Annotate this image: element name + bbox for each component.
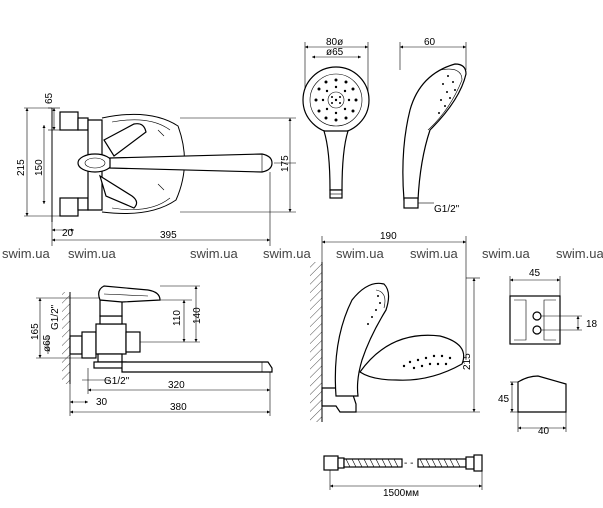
handshower-front-view: 80ø ø65 <box>302 37 370 199</box>
dim-395: 395 <box>160 230 177 241</box>
dim-45-bracket-front: 45 <box>529 268 541 279</box>
dim-65-front: ø65 <box>42 334 53 352</box>
watermark-row: swim.ua swim.ua swim.ua swim.ua swim.ua … <box>2 246 603 261</box>
dim-g12-handshower: G1/2" <box>434 204 460 215</box>
dim-65-head: ø65 <box>326 47 344 58</box>
dim-215: 215 <box>16 159 27 176</box>
dim-380: 380 <box>170 402 187 413</box>
watermark-5: swim.ua <box>336 246 384 261</box>
nozzle-dots <box>314 78 358 122</box>
watermark-6: swim.ua <box>410 246 458 261</box>
bracket-side-view: 45 40 <box>498 375 567 437</box>
dim-30: 30 <box>96 397 108 408</box>
watermark-3: swim.ua <box>190 246 238 261</box>
mixer-front-view: 165 ø65 G1/2" 110 140 G1/2" 320 30 380 <box>30 285 273 416</box>
dim-45-bracket-side: 45 <box>498 394 510 405</box>
dim-175: 175 <box>280 155 291 172</box>
dim-20: 20 <box>62 228 74 239</box>
dim-60: 60 <box>424 37 436 48</box>
dim-215-holder: 215 <box>462 353 473 370</box>
watermark-7: swim.ua <box>482 246 530 261</box>
hose-view: - - 1500мм <box>323 454 483 499</box>
watermark-4: swim.ua <box>263 246 311 261</box>
hose-break-marks: - - <box>404 458 413 469</box>
dim-g12-vert: G1/2" <box>50 304 61 330</box>
dim-165: 165 <box>30 323 41 340</box>
wall-holder-view: 190 215 <box>310 231 480 422</box>
head-face-dots <box>402 354 452 370</box>
dim-65-top: 65 <box>44 92 55 104</box>
bracket-front-view: 45 18 <box>509 268 598 345</box>
side-nozzle-dots <box>438 75 456 114</box>
dim-1500: 1500мм <box>383 488 419 499</box>
dim-80: 80ø <box>326 37 343 48</box>
dim-40: 40 <box>538 426 550 437</box>
watermark-1: swim.ua <box>2 246 50 261</box>
dim-110: 110 <box>172 310 183 326</box>
mixer-top-view: 65 150 215 175 20 395 <box>16 92 296 246</box>
watermark-2: swim.ua <box>68 246 116 261</box>
dim-190: 190 <box>380 231 397 242</box>
dim-18: 18 <box>586 319 598 330</box>
handshower-side-view: 60 G1/2" <box>399 37 467 215</box>
holder-head-dots <box>367 295 381 325</box>
dim-140: 140 <box>192 307 203 324</box>
dim-320: 320 <box>168 380 185 391</box>
dim-150: 150 <box>34 159 45 176</box>
watermark-8: swim.ua <box>556 246 603 261</box>
dim-g12-horiz: G1/2" <box>104 376 130 387</box>
